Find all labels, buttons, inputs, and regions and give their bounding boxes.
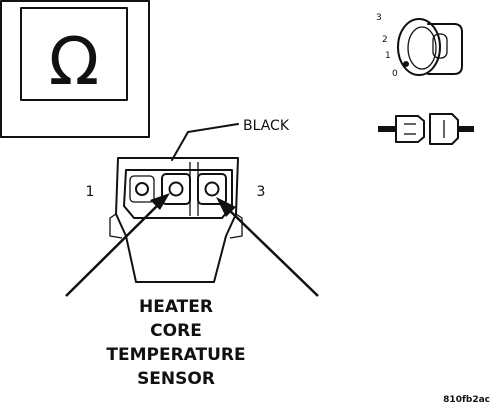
ohm-symbol: Ω (49, 23, 99, 100)
pin-3-label: 3 (257, 184, 266, 200)
pin-1-label: 1 (86, 184, 95, 200)
connector-icon (378, 113, 474, 145)
probe-arrows (65, 193, 319, 297)
ignition-position-1: 1 (385, 51, 391, 61)
ignition-position-0: 0 (392, 69, 398, 79)
ignition-position-3: 3 (376, 13, 382, 23)
component-title-line-1: HEATER (139, 297, 213, 317)
connector-color-label: BLACK (243, 118, 290, 134)
component-title-line-3: TEMPERATURE (106, 345, 245, 365)
component-title-line-4: SENSOR (137, 369, 215, 389)
ohmmeter-icon: Ω (0, 0, 150, 138)
ignition-position-2: 2 (382, 35, 388, 45)
sensor-connector (109, 123, 243, 283)
ignition-key-icon: 3 2 1 0 (376, 13, 463, 79)
figure-code: 810fb2ac (443, 395, 490, 405)
component-title-line-2: CORE (150, 321, 202, 341)
